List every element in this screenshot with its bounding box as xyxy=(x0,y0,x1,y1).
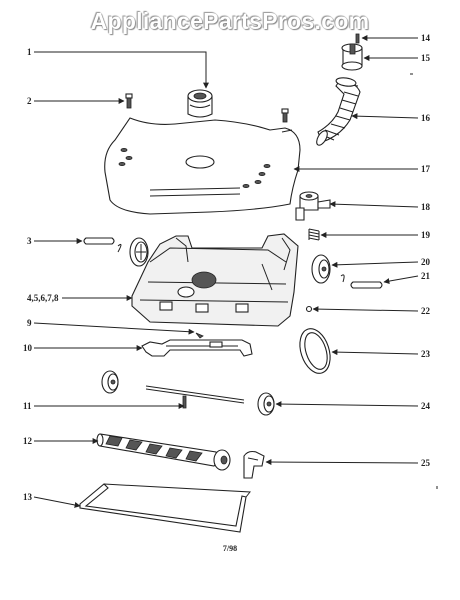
part-21-axle[interactable] xyxy=(340,274,383,289)
part-11-shaft[interactable] xyxy=(145,385,245,409)
part-20-wheel[interactable] xyxy=(311,254,331,284)
callout-11: 11 xyxy=(23,401,32,411)
part-9-clip[interactable] xyxy=(195,332,204,339)
part-10-bottom-plate[interactable] xyxy=(141,339,253,357)
part-19-spring[interactable] xyxy=(308,228,320,241)
part-16-hose[interactable] xyxy=(315,77,361,147)
callout-15: 15 xyxy=(421,53,431,63)
callout-12: 12 xyxy=(23,436,33,446)
callout-3: 3 xyxy=(27,236,32,246)
callout-9: 9 xyxy=(27,318,32,328)
revision-date: 7/98 xyxy=(223,544,237,553)
callout-labels: 1 2 3 4,5,6,7,8 9 10 11 12 13 14 15 16 1… xyxy=(23,33,431,502)
left-end-cap xyxy=(101,370,119,394)
part-2-screw[interactable] xyxy=(125,93,133,109)
part-3-axle[interactable] xyxy=(83,237,122,253)
callout-10: 10 xyxy=(23,343,33,353)
callout-20: 20 xyxy=(421,257,431,267)
callout-17: 17 xyxy=(421,164,431,174)
callout-19: 19 xyxy=(421,230,431,240)
callout-21: 21 xyxy=(421,271,431,281)
hood-screw xyxy=(281,108,289,123)
part-22-washer[interactable] xyxy=(305,305,313,313)
part-25-end-clip[interactable] xyxy=(243,450,265,479)
callout-14: 14 xyxy=(421,33,431,43)
callout-24: 24 xyxy=(421,401,431,411)
callout-18: 18 xyxy=(421,202,431,212)
callout-4-8: 4,5,6,7,8 xyxy=(27,293,59,303)
callout-2: 2 xyxy=(27,96,32,106)
part-12-brushroll[interactable] xyxy=(96,433,231,471)
watermark: AppliancePartsPros.com xyxy=(90,8,370,34)
part-14-screw[interactable] xyxy=(355,33,360,44)
part-4-8-base-housing[interactable] xyxy=(131,233,299,327)
part-17-hood[interactable] xyxy=(104,117,301,215)
part-15-hose-fitting[interactable] xyxy=(341,43,363,71)
callout-25: 25 xyxy=(421,458,431,468)
part-23-belt[interactable] xyxy=(295,325,336,377)
callout-1: 1 xyxy=(27,47,32,57)
callout-13: 13 xyxy=(23,492,33,502)
callout-23: 23 xyxy=(421,349,431,359)
part-13-bumper-strip[interactable] xyxy=(79,483,251,533)
part-24-end-cap[interactable] xyxy=(257,392,275,416)
leader-lines xyxy=(33,35,419,508)
left-rear-wheel xyxy=(129,237,149,267)
callout-16: 16 xyxy=(421,113,431,123)
part-18-swivel-fitting[interactable] xyxy=(295,191,331,221)
callout-22: 22 xyxy=(421,306,431,316)
part-1-hose-connector[interactable] xyxy=(187,89,213,118)
